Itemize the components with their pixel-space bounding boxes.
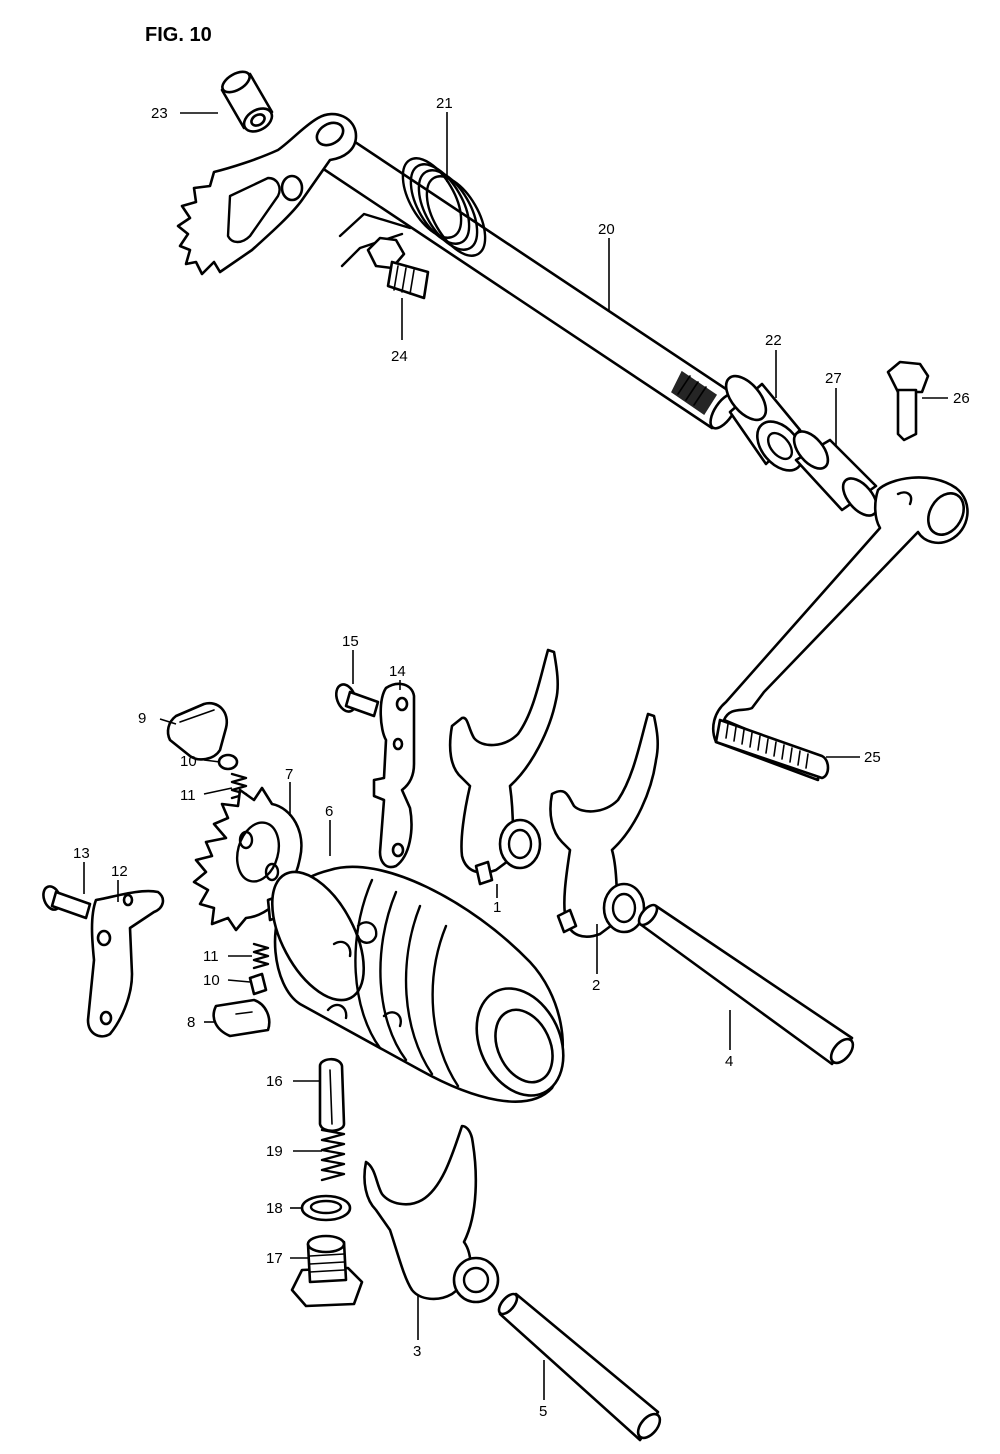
callout-labels: 23 21 20 24 22 27 26 25 15 14 9 10 11 7 … (73, 95, 970, 1420)
callout-5: 5 (539, 1403, 547, 1420)
callout-24: 24 (391, 348, 408, 365)
callout-3: 3 (413, 1343, 421, 1360)
part-23-bushing (220, 70, 274, 133)
part-10-pin-lower (248, 972, 268, 996)
callout-11-lower: 11 (203, 948, 219, 965)
callout-4: 4 (725, 1053, 733, 1070)
part-16-contact-pin (318, 1057, 346, 1133)
part-4-fork-shaft (637, 903, 855, 1066)
callout-14: 14 (389, 663, 406, 680)
figure-title: FIG. 10 (145, 24, 212, 46)
callout-9: 9 (138, 710, 146, 727)
part-12-cam-guide-plate (86, 889, 165, 1038)
callout-17: 17 (266, 1250, 283, 1267)
leader-lines (83, 112, 948, 1400)
callout-20: 20 (598, 221, 615, 238)
callout-26: 26 (953, 390, 970, 407)
part-1-shift-fork (448, 648, 559, 886)
callout-25: 25 (864, 749, 881, 766)
callout-10-lower: 10 (203, 972, 220, 989)
part-24-stopper-bolt (366, 236, 430, 300)
part-25-gearshift-lever (712, 476, 969, 782)
callout-23: 23 (151, 105, 168, 122)
part-3-shift-fork (363, 1124, 500, 1304)
part-9-stopper (166, 701, 229, 761)
callout-16: 16 (266, 1073, 283, 1090)
callout-10-upper: 10 (180, 753, 197, 770)
part-27-spacer (792, 430, 879, 517)
callout-18: 18 (266, 1200, 283, 1217)
part-2-shift-fork (549, 712, 659, 938)
callout-8: 8 (187, 1014, 195, 1031)
callout-27: 27 (825, 370, 842, 387)
part-11-spring-lower (252, 942, 270, 970)
callout-21: 21 (436, 95, 453, 112)
part-22-oil-seal (724, 374, 804, 472)
part-13-screw (42, 885, 92, 920)
part-10-pin-upper (217, 753, 239, 771)
part-26-bolt (886, 360, 930, 442)
part-8-stopper (212, 998, 271, 1038)
part-15-screw (334, 683, 380, 718)
part-19-spring (320, 1128, 346, 1182)
callout-12: 12 (111, 863, 128, 880)
part-20-gearshift-shaft (296, 118, 739, 430)
part-17-drain-plug (290, 1234, 364, 1308)
callout-15: 15 (342, 633, 359, 650)
callout-7: 7 (285, 766, 293, 783)
callout-13: 13 (73, 845, 90, 862)
callout-11-upper: 11 (180, 787, 196, 804)
part-6-shift-cam-drum (270, 865, 565, 1103)
callout-6: 6 (325, 803, 333, 820)
callout-1: 1 (493, 899, 501, 916)
callout-22: 22 (765, 332, 782, 349)
part-5-fork-shaft (497, 1292, 662, 1442)
callout-19: 19 (266, 1143, 283, 1160)
part-14-pawl-plate (372, 682, 416, 869)
shift-arm-with-ratchet (176, 112, 358, 276)
callout-2: 2 (592, 977, 600, 994)
part-18-o-ring (300, 1194, 352, 1222)
